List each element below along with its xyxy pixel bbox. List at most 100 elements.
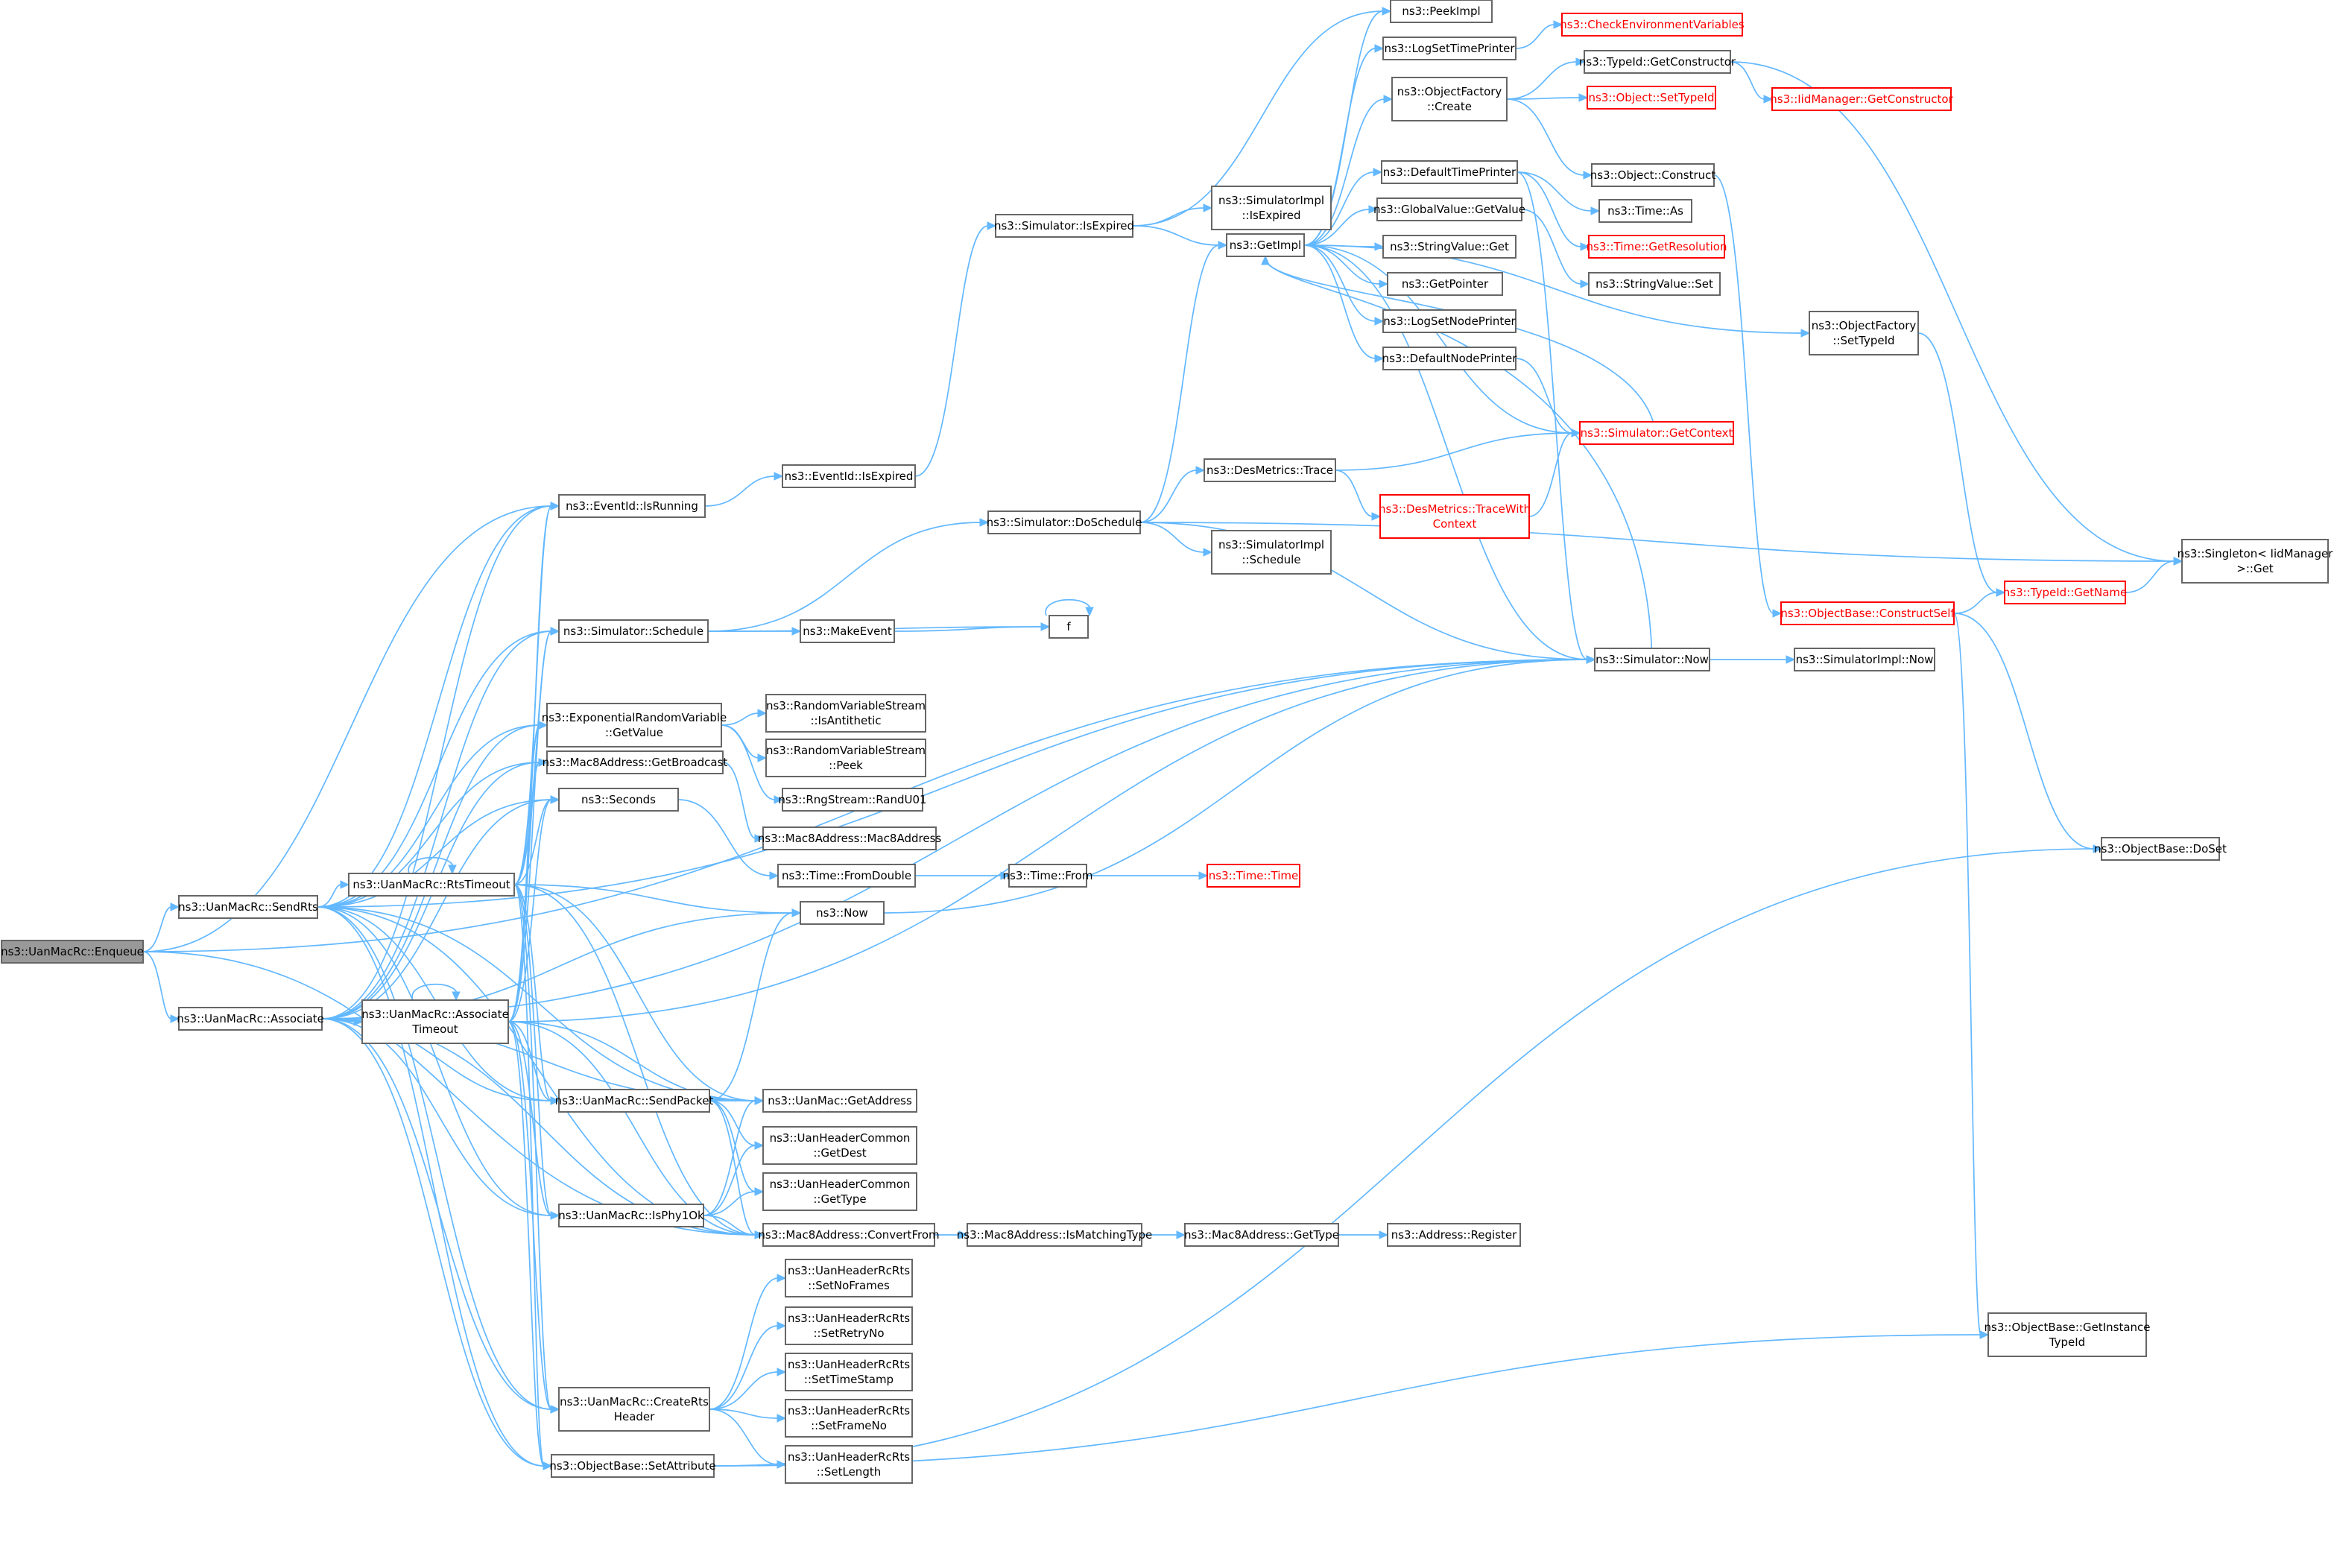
node-isantithetic[interactable]: ns3::RandomVariableStream::IsAntithetic bbox=[765, 694, 926, 733]
node-logsettimeprinter[interactable]: ns3::LogSetTimePrinter bbox=[1382, 37, 1517, 60]
node-globalvalue[interactable]: ns3::GlobalValue::GetValue bbox=[1373, 197, 1525, 221]
node-setattribute[interactable]: ns3::ObjectBase::SetAttribute bbox=[549, 1454, 716, 1478]
node-label: ns3::UanMacRc::Associate bbox=[361, 1008, 509, 1021]
node-sendpacket[interactable]: ns3::UanMacRc::SendPacket bbox=[555, 1089, 714, 1113]
call-edge-tidgetname-to-singletonget bbox=[2125, 557, 2183, 593]
node-constructself[interactable]: ns3::ObjectBase::ConstructSelf bbox=[1780, 601, 1955, 625]
call-edge-isphy1ok-to-uanmacgetaddress bbox=[703, 1096, 765, 1216]
call-edge-isphy1ok-to-convertfrom bbox=[703, 1215, 765, 1239]
node-getresolution[interactable]: ns3::Time::GetResolution bbox=[1587, 235, 1727, 259]
node-checkenv[interactable]: ns3::CheckEnvironmentVariables bbox=[1560, 13, 1745, 37]
node-now[interactable]: ns3::Now bbox=[800, 901, 885, 925]
node-isrunning[interactable]: ns3::EventId::IsRunning bbox=[558, 494, 706, 518]
node-timeas[interactable]: ns3::Time::As bbox=[1598, 199, 1692, 223]
node-simnow[interactable]: ns3::Simulator::Now bbox=[1594, 648, 1710, 671]
node-stringvalueget[interactable]: ns3::StringValue::Get bbox=[1382, 235, 1517, 259]
node-register[interactable]: ns3::Address::Register bbox=[1387, 1223, 1521, 1247]
node-simisexpired[interactable]: ns3::Simulator::IsExpired bbox=[994, 214, 1134, 238]
node-label: ns3::GetImpl bbox=[1230, 238, 1301, 252]
node-f[interactable]: f bbox=[1049, 615, 1089, 639]
node-label: ::SetNoFrames bbox=[808, 1279, 890, 1292]
call-edge-associate-to-simnow bbox=[321, 655, 1596, 1019]
node-associate[interactable]: ns3::UanMacRc::Associate bbox=[177, 1007, 324, 1031]
node-mac8ctor[interactable]: ns3::Mac8Address::Mac8Address bbox=[758, 826, 942, 850]
node-simimplnow[interactable]: ns3::SimulatorImpl::Now bbox=[1794, 648, 1935, 671]
node-schedule[interactable]: ns3::Simulator::Schedule bbox=[558, 619, 709, 643]
node-objconstruct[interactable]: ns3::Object::Construct bbox=[1590, 163, 1716, 187]
node-mac8gettype[interactable]: ns3::Mac8Address::GetType bbox=[1184, 1223, 1339, 1247]
node-simimplisexpired[interactable]: ns3::SimulatorImpl::IsExpired bbox=[1211, 186, 1332, 230]
node-label: ::Schedule bbox=[1242, 553, 1300, 566]
node-label: ns3::DefaultNodePrinter bbox=[1382, 352, 1518, 365]
call-edge-assoctimeout-to-sendpacket bbox=[507, 1021, 560, 1105]
node-defaultnodeprinter[interactable]: ns3::DefaultNodePrinter bbox=[1382, 347, 1518, 370]
node-getimpl[interactable]: ns3::GetImpl bbox=[1226, 233, 1305, 257]
call-edge-mac8gettype-to-register bbox=[1338, 1230, 1389, 1239]
node-stringvalueset[interactable]: ns3::StringValue::Set bbox=[1588, 272, 1721, 296]
node-tidgetname[interactable]: ns3::TypeId::GetName bbox=[2003, 581, 2127, 604]
node-objsettypeid[interactable]: ns3::Object::SetTypeId bbox=[1587, 86, 1716, 110]
node-setframeno[interactable]: ns3::UanHeaderRcRts::SetFrameNo bbox=[785, 1399, 913, 1438]
node-setlength[interactable]: ns3::UanHeaderRcRts::SetLength bbox=[785, 1445, 913, 1484]
node-peek[interactable]: ns3::RandomVariableStream::Peek bbox=[765, 739, 926, 777]
node-defaulttimeprinter[interactable]: ns3::DefaultTimePrinter bbox=[1381, 160, 1518, 184]
call-edge-assoctimeout-to-assoctimeout bbox=[411, 983, 461, 1002]
call-edge-creatertsheader-to-setretryno bbox=[709, 1321, 787, 1410]
node-ofcreate[interactable]: ns3::ObjectFactory::Create bbox=[1391, 77, 1508, 121]
node-randu01[interactable]: ns3::RngStream::RandU01 bbox=[778, 788, 927, 812]
node-singletonget[interactable]: ns3::Singleton< IidManager>::Get bbox=[2178, 539, 2334, 584]
node-label: ns3::Simulator::IsExpired bbox=[994, 219, 1134, 233]
node-setretryno[interactable]: ns3::UanHeaderRcRts::SetRetryNo bbox=[785, 1306, 913, 1345]
call-edge-defaulttimeprinter-to-simnow bbox=[1517, 171, 1596, 664]
node-ismatchingtype[interactable]: ns3::Mac8Address::IsMatchingType bbox=[957, 1223, 1152, 1247]
node-convertfrom[interactable]: ns3::Mac8Address::ConvertFrom bbox=[758, 1223, 940, 1247]
call-graph-nodes: ns3::UanMacRc::Enqueuens3::UanMacRc::Sen… bbox=[1, 0, 2334, 1484]
node-label: Timeout bbox=[411, 1022, 458, 1036]
node-gettype_common[interactable]: ns3::UanHeaderCommon::GetType bbox=[762, 1172, 917, 1211]
node-rtstimeout[interactable]: ns3::UanMacRc::RtsTimeout bbox=[348, 873, 515, 897]
node-label: ::IsExpired bbox=[1242, 209, 1301, 222]
node-ofsettypeid[interactable]: ns3::ObjectFactory::SetTypeId bbox=[1809, 311, 1919, 355]
node-enqueue[interactable]: ns3::UanMacRc::Enqueue bbox=[1, 940, 144, 964]
node-doset[interactable]: ns3::ObjectBase::DoSet bbox=[2094, 837, 2227, 861]
node-label: ::SetTimeStamp bbox=[804, 1373, 894, 1386]
call-edge-doschedule-to-simnow bbox=[1139, 522, 1596, 664]
node-label: ::Peek bbox=[829, 759, 863, 772]
node-logsetnodeprinter[interactable]: ns3::LogSetNodePrinter bbox=[1382, 309, 1517, 333]
node-label: ns3::Time::As bbox=[1607, 204, 1683, 218]
node-iidgetctor[interactable]: ns3::IidManager::GetConstructor bbox=[1770, 87, 1954, 111]
node-label: ns3::DefaultTimePrinter bbox=[1383, 165, 1517, 179]
node-iseexpired[interactable]: ns3::EventId::IsExpired bbox=[782, 464, 916, 488]
node-seconds[interactable]: ns3::Seconds bbox=[558, 788, 679, 812]
node-sendrts[interactable]: ns3::UanMacRc::SendRts bbox=[178, 895, 318, 919]
node-expgetvalue[interactable]: ns3::ExponentialRandomVariable::GetValue bbox=[542, 703, 727, 747]
node-label: ns3::StringValue::Get bbox=[1390, 240, 1509, 253]
node-uanmacgetaddress[interactable]: ns3::UanMac::GetAddress bbox=[762, 1089, 917, 1113]
node-getcontext[interactable]: ns3::Simulator::GetContext bbox=[1579, 421, 1734, 445]
call-edge-assoctimeout-to-getbroadcast bbox=[507, 758, 548, 1022]
node-tidgetctor[interactable]: ns3::TypeId::GetConstructor bbox=[1579, 50, 1736, 74]
node-settimestamp[interactable]: ns3::UanHeaderRcRts::SetTimeStamp bbox=[785, 1353, 913, 1391]
node-makeevent[interactable]: ns3::MakeEvent bbox=[800, 619, 895, 643]
node-simimplschedule[interactable]: ns3::SimulatorImpl::Schedule bbox=[1211, 530, 1332, 575]
node-timefrom[interactable]: ns3::Time::From bbox=[1003, 864, 1093, 888]
call-edge-getimpl-to-logsetnodeprinter bbox=[1303, 244, 1385, 326]
node-peekimpl[interactable]: ns3::PeekImpl bbox=[1390, 0, 1493, 23]
node-setnoframes[interactable]: ns3::UanHeaderRcRts::SetNoFrames bbox=[785, 1259, 913, 1297]
call-edge-rtstimeout-to-rtstimeout bbox=[408, 856, 457, 875]
call-edge-doschedule-to-destrace bbox=[1139, 466, 1206, 523]
node-timetime[interactable]: ns3::Time::Time bbox=[1206, 864, 1300, 888]
node-isphy1ok[interactable]: ns3::UanMacRc::IsPhy1Ok bbox=[558, 1204, 704, 1227]
node-getdest[interactable]: ns3::UanHeaderCommon::GetDest bbox=[762, 1126, 917, 1165]
call-edge-constructself-to-getinstancetypeid bbox=[1953, 613, 1990, 1339]
node-doschedule[interactable]: ns3::Simulator::DoSchedule bbox=[987, 510, 1142, 534]
call-edge-constructself-to-tidgetname bbox=[1953, 588, 2006, 614]
node-fromdouble[interactable]: ns3::Time::FromDouble bbox=[777, 864, 916, 888]
node-getpointer[interactable]: ns3::GetPointer bbox=[1387, 272, 1503, 296]
node-getbroadcast[interactable]: ns3::Mac8Address::GetBroadcast bbox=[543, 750, 728, 774]
node-destrace[interactable]: ns3::DesMetrics::Trace bbox=[1204, 458, 1336, 482]
